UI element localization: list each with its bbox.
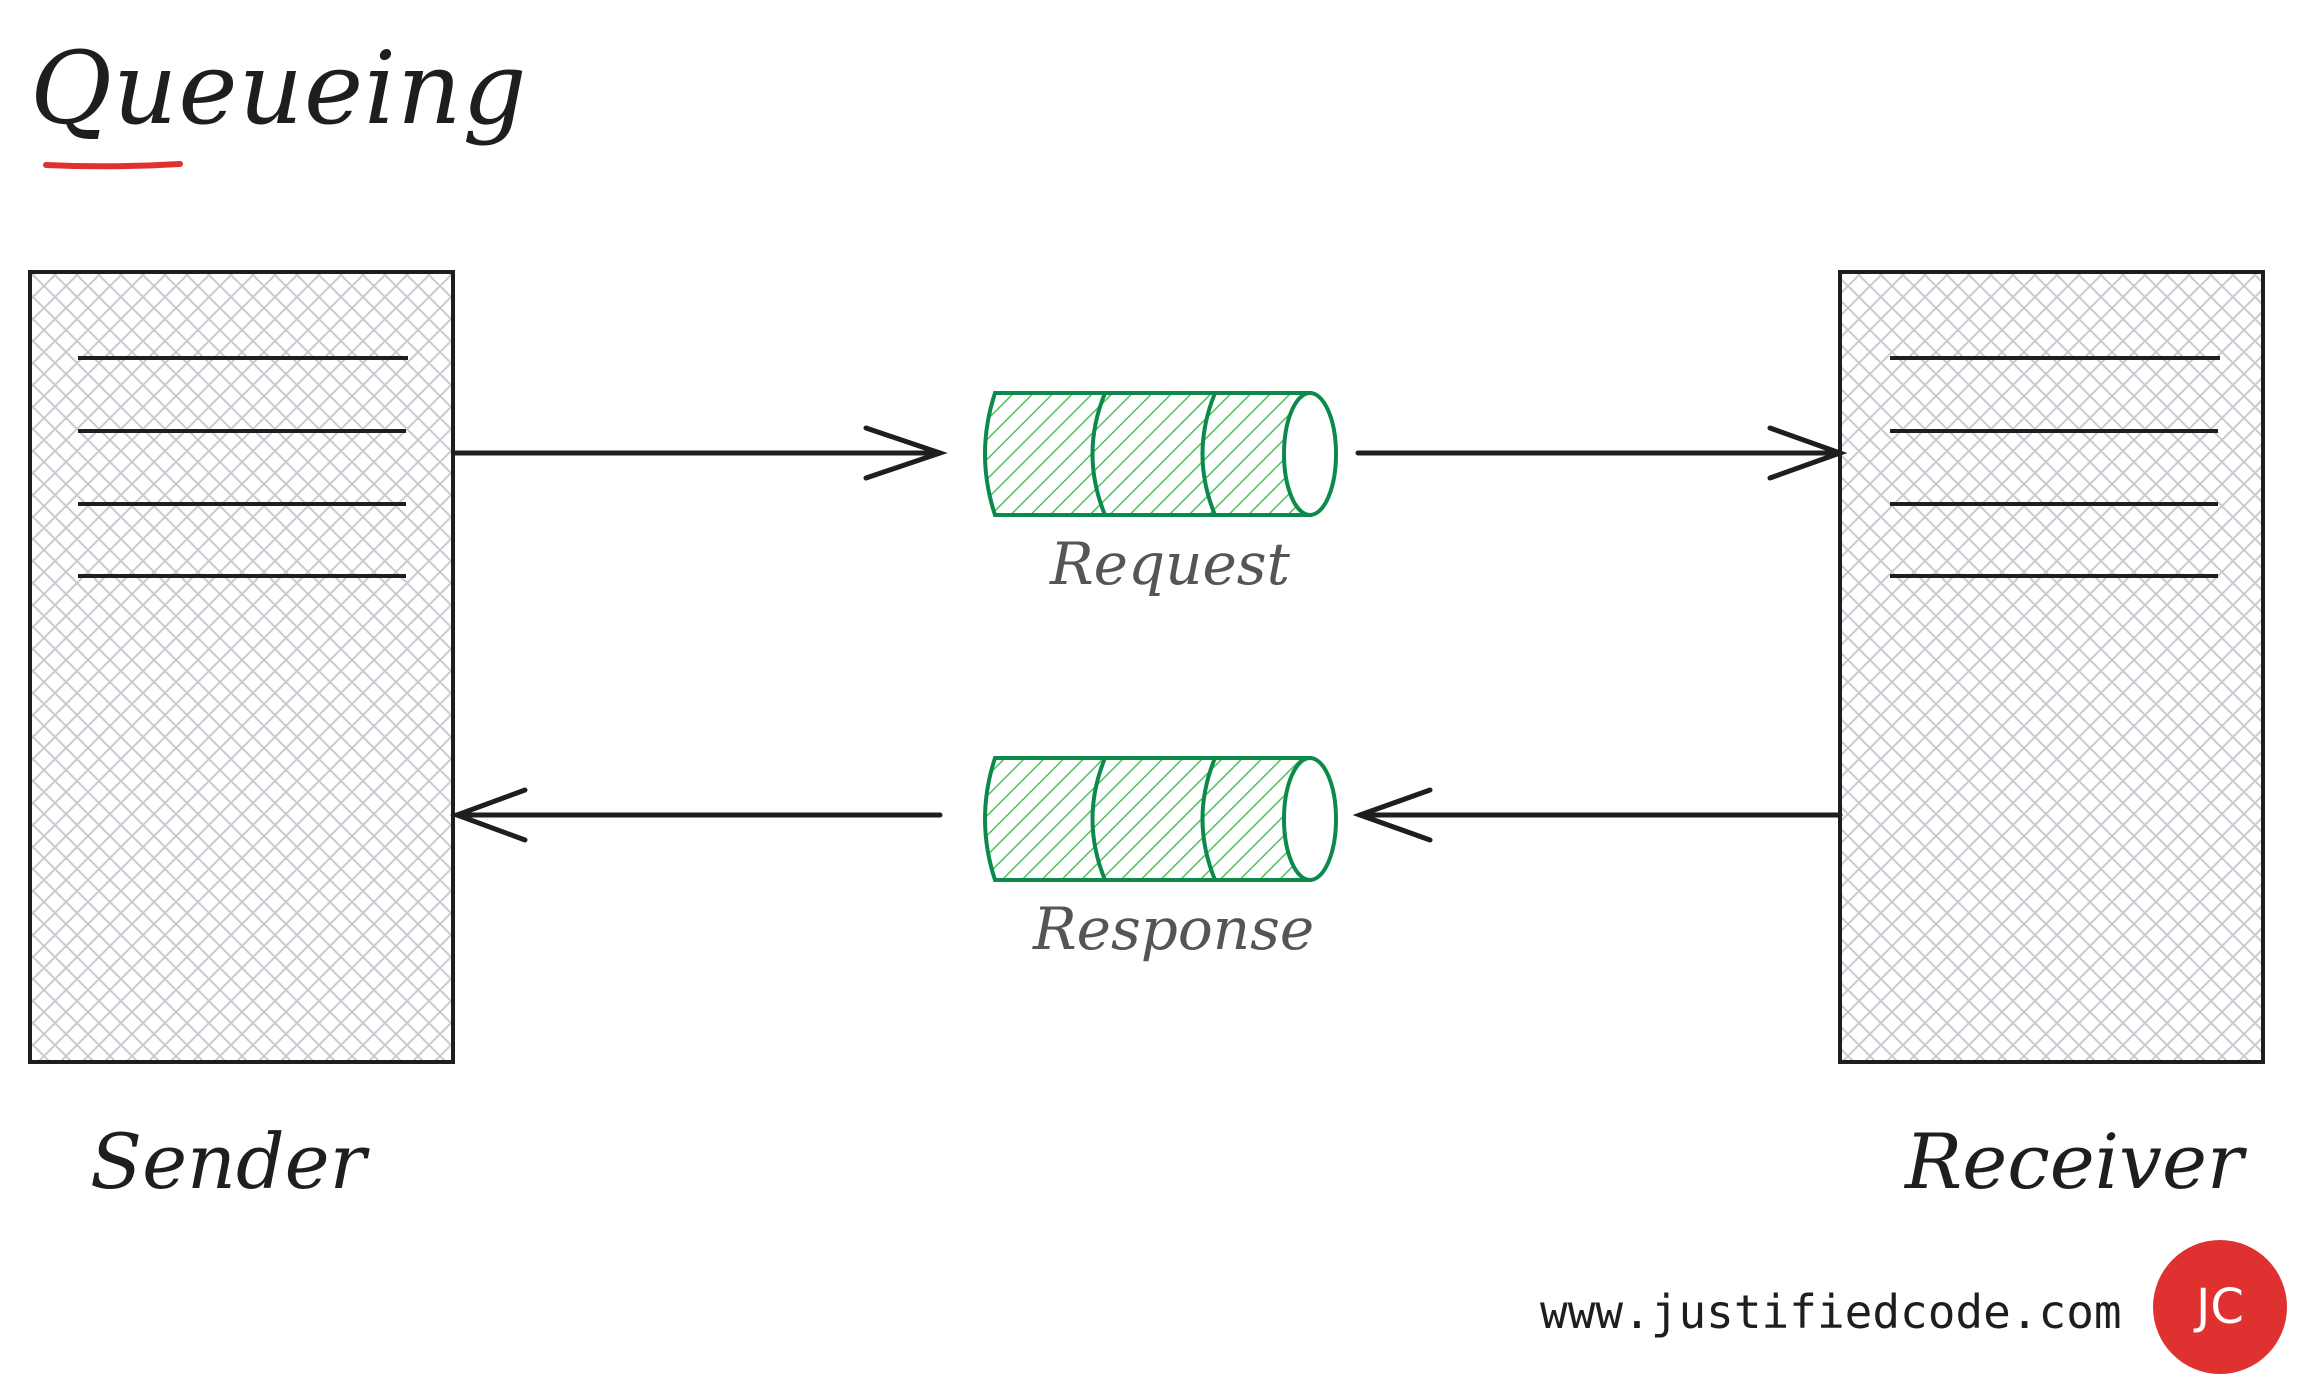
arrow-receiver-to-response	[1352, 787, 1843, 843]
badge-text: JC	[2196, 1279, 2244, 1335]
title-underline	[43, 161, 183, 170]
arrow-request-to-receiver	[1355, 425, 1848, 481]
arrow-response-to-sender	[449, 787, 943, 843]
page-title: Queueing	[30, 30, 528, 147]
request-queue-divider-1	[1090, 392, 1107, 516]
receiver-box	[1838, 270, 2265, 1064]
request-queue-cap	[1282, 391, 1338, 517]
response-queue	[983, 756, 1338, 882]
jc-logo-badge: JC	[2153, 1240, 2287, 1374]
sender-label: Sender	[90, 1117, 366, 1206]
sender-box	[28, 270, 455, 1064]
receiver-label: Receiver	[1905, 1117, 2244, 1206]
response-queue-body	[983, 756, 1312, 882]
request-queue-divider-2	[1200, 392, 1217, 516]
sender-node	[28, 270, 455, 1064]
arrow-sender-to-request	[452, 425, 948, 481]
footer-url[interactable]: www.justifiedcode.com	[1540, 1285, 2122, 1339]
response-queue-cap	[1282, 756, 1338, 882]
receiver-node	[1838, 270, 2265, 1064]
request-queue	[983, 391, 1338, 517]
request-queue-label: Request	[1050, 530, 1290, 598]
request-queue-body	[983, 391, 1312, 517]
response-queue-divider-2	[1200, 757, 1217, 881]
response-queue-divider-1	[1090, 757, 1107, 881]
response-queue-label: Response	[1033, 895, 1315, 963]
